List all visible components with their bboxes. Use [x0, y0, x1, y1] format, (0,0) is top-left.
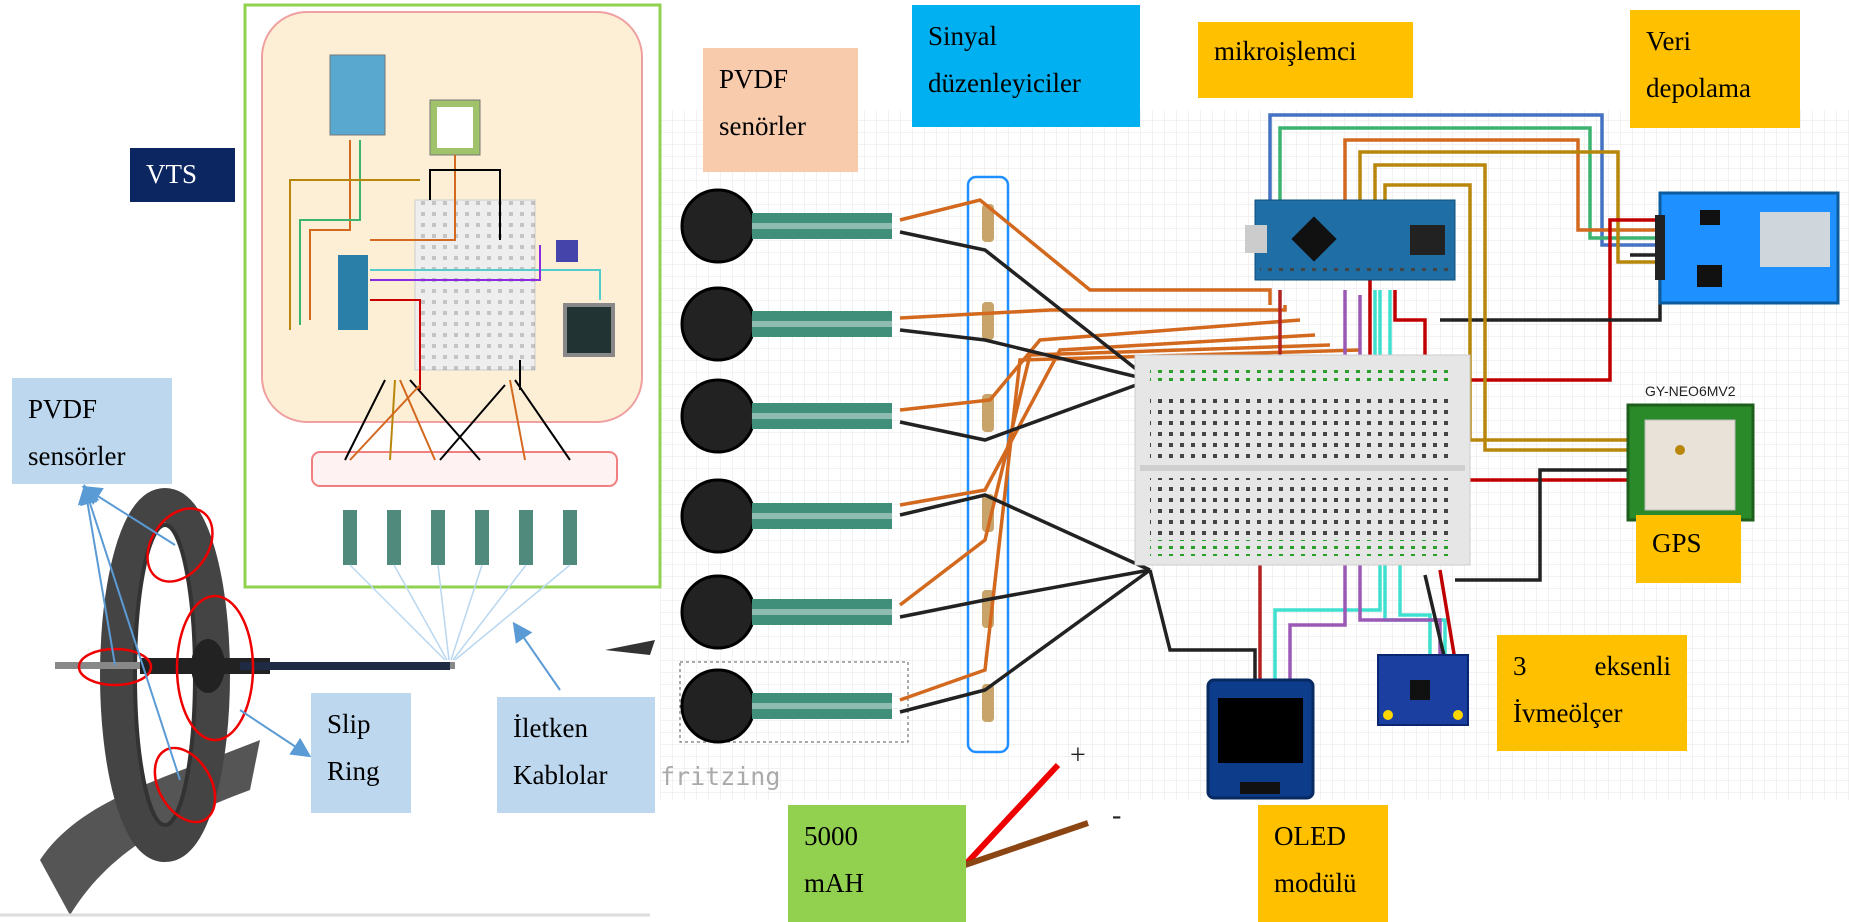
- breadboard: [1134, 354, 1471, 566]
- slip-ring-line-2: Ring: [327, 756, 380, 787]
- microcontroller-board: [1245, 199, 1456, 281]
- battery-label: 5000 mAH: [788, 805, 966, 922]
- battery-leads: [962, 762, 1089, 868]
- resistor: [982, 204, 994, 242]
- pvdf-sensors-left-label: PVDF sensörler: [12, 378, 172, 484]
- storage-line-1: Veri: [1646, 26, 1691, 56]
- sensor-highlight-top: [146, 507, 214, 583]
- pvdf-sensor: [680, 378, 994, 454]
- battery-minus-sign: -: [1112, 800, 1122, 831]
- pvdf-sensors-top-label: PVDF senörler: [703, 48, 858, 172]
- pvdf-left-line-2: sensörler: [28, 441, 126, 472]
- fritzing-watermark: fritzing: [660, 762, 781, 791]
- oled-label: OLED modülü: [1258, 805, 1388, 922]
- accel-line-1b: eksenli: [1594, 651, 1671, 681]
- gps-module: [1626, 403, 1755, 522]
- pvdf-top-line-1: PVDF: [719, 64, 789, 94]
- vts-label: VTS: [130, 148, 235, 202]
- storage-line-2: depolama: [1646, 73, 1751, 104]
- slip-ring-label: Slip Ring: [311, 693, 411, 813]
- pvdf-sensor: [680, 478, 994, 554]
- pvdf-sensor-array: [679, 175, 1010, 754]
- gps-chip-label: GY-NEO6MV2: [1645, 383, 1736, 399]
- resistor: [982, 302, 994, 340]
- signal-line-2: düzenleyiciler: [928, 68, 1081, 99]
- accelerometer-line-2: İvmeölçer: [1513, 698, 1623, 729]
- accelerometer-module: [1377, 654, 1469, 726]
- battery-plus-sign: +: [1070, 740, 1086, 771]
- accelerometer-label: 3 eksenli İvmeölçer: [1497, 635, 1687, 751]
- sensor-highlight-bottom: [153, 746, 217, 824]
- resistor: [982, 684, 994, 722]
- vts-board: [243, 3, 662, 691]
- battery-line-1: 5000: [804, 821, 858, 851]
- resistor: [982, 394, 994, 432]
- wheel-illustration: [0, 484, 650, 917]
- accelerometer-line-1: 3 eksenli: [1513, 643, 1671, 690]
- oled-line-1: OLED: [1274, 821, 1346, 851]
- sensor-highlight-left: [77, 647, 153, 687]
- conductive-cables-label: İletken Kablolar: [497, 697, 655, 813]
- microprocessor-label: mikroişlemci: [1198, 22, 1413, 98]
- pvdf-sensor: [680, 188, 994, 264]
- oled-display: [1206, 678, 1315, 800]
- vts-text: VTS: [146, 159, 198, 189]
- signal-line-1: Sinyal: [928, 21, 998, 51]
- oled-line-2: modülü: [1274, 868, 1357, 899]
- slip-ring-line-1: Slip: [327, 709, 371, 739]
- gps-text: GPS: [1652, 528, 1702, 558]
- cables-line-2: Kablolar: [513, 760, 608, 791]
- slip-ring-highlight: [175, 594, 255, 742]
- pvdf-sensor: [680, 286, 994, 362]
- cables-line-1: İletken: [513, 713, 588, 743]
- battery-line-2: mAH: [804, 868, 864, 899]
- sd-card-module: [1655, 191, 1840, 305]
- accel-line-1a: 3: [1513, 651, 1527, 681]
- pvdf-sensor: [680, 668, 994, 744]
- signal-conditioners-label: Sinyal düzenleyiciler: [912, 5, 1140, 127]
- gps-label: GPS: [1636, 515, 1741, 583]
- pvdf-top-line-2: senörler: [719, 111, 806, 142]
- microprocessor-text: mikroişlemci: [1214, 36, 1357, 66]
- data-storage-label: Veri depolama: [1630, 10, 1800, 128]
- pvdf-left-line-1: PVDF: [28, 394, 98, 424]
